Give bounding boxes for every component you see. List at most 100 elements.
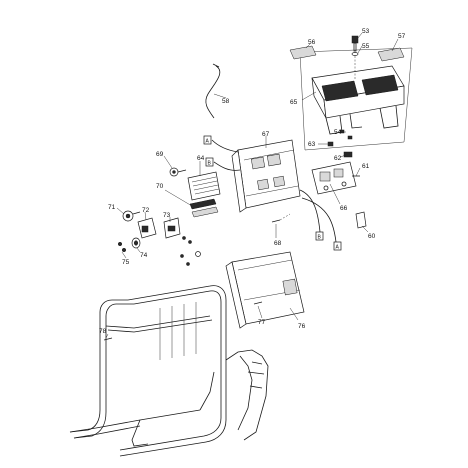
frame-right-upright-outer bbox=[119, 360, 227, 457]
frame-brace bbox=[199, 371, 215, 411]
cover-leg-left bbox=[325, 115, 343, 135]
panel-socket-2 bbox=[266, 153, 282, 167]
nut-63 bbox=[327, 141, 334, 147]
connector-tag-a-bottom-label: A bbox=[336, 245, 340, 251]
frame-top-rail-inner bbox=[133, 290, 222, 360]
connector-tag-b-bottom-label: B bbox=[318, 235, 322, 241]
callout-55: 55 bbox=[362, 43, 370, 50]
panel-ribs bbox=[243, 149, 299, 197]
screw-hole-1 bbox=[323, 185, 329, 191]
washer-55 bbox=[351, 52, 359, 56]
connector-tag-b-bottom bbox=[315, 231, 324, 241]
cover-assembly-group bbox=[289, 35, 413, 151]
callout-60: 60 bbox=[368, 233, 376, 240]
callout-75: 75 bbox=[122, 259, 130, 266]
cover-grille-right bbox=[361, 74, 399, 96]
callout-53: 53 bbox=[362, 28, 370, 35]
connector-tag-b-top bbox=[205, 157, 214, 167]
callout-54: 54 bbox=[334, 129, 342, 136]
panel-socket-4 bbox=[273, 175, 286, 188]
wire-right bbox=[299, 189, 321, 233]
cover-leg-right bbox=[379, 105, 399, 129]
breaker-71-lead bbox=[132, 211, 141, 215]
frame-engine-mount bbox=[225, 349, 269, 441]
panel-socket-1 bbox=[250, 156, 266, 170]
plate-70-b bbox=[191, 206, 219, 218]
grommet-73 bbox=[195, 251, 201, 257]
control-panel-group: A B B A bbox=[203, 135, 342, 251]
frame-cross-rail bbox=[105, 315, 211, 329]
frame-engine-mount-inner bbox=[237, 355, 253, 431]
clip-54-a bbox=[339, 129, 345, 134]
bracket-61 bbox=[311, 161, 357, 195]
frame-left-upright-outer bbox=[69, 299, 128, 433]
callout-labels: 53 55 56 57 58 65 54 67 63 62 61 69 64 7… bbox=[99, 28, 406, 335]
connector-tag-a-top bbox=[203, 135, 212, 145]
callout-64: 64 bbox=[197, 155, 205, 162]
screw-73-a bbox=[182, 236, 186, 240]
callout-63: 63 bbox=[308, 141, 316, 148]
frame-screen-ribs bbox=[159, 302, 197, 360]
callout-74: 74 bbox=[140, 252, 148, 259]
wire-right-2 bbox=[301, 197, 337, 243]
cable-58-plug bbox=[212, 63, 220, 68]
right-parts-group bbox=[311, 141, 367, 229]
callout-58: 58 bbox=[222, 98, 230, 105]
frame-top-rail-outer bbox=[127, 285, 227, 360]
breaker-71-center bbox=[125, 213, 131, 219]
lower-left-group bbox=[117, 210, 201, 266]
callout-66: 66 bbox=[340, 205, 348, 212]
callout-78: 78 bbox=[99, 328, 107, 335]
clip-54-b bbox=[347, 135, 353, 140]
screw-68-axis bbox=[279, 213, 291, 221]
frame-foot bbox=[131, 419, 149, 447]
module-66-b bbox=[333, 168, 344, 178]
cap-74-core bbox=[133, 240, 139, 246]
frame-group bbox=[69, 285, 269, 457]
cover-frame bbox=[299, 47, 413, 151]
wire-top-left bbox=[211, 139, 239, 153]
callout-62: 62 bbox=[334, 155, 342, 162]
outlet-73-face bbox=[167, 225, 176, 232]
callout-56: 56 bbox=[308, 39, 316, 46]
callout-77: 77 bbox=[258, 319, 266, 326]
connector-tag-a-bottom bbox=[333, 241, 342, 251]
callout-70: 70 bbox=[156, 183, 164, 190]
decal-56 bbox=[289, 45, 317, 60]
callout-61: 61 bbox=[362, 163, 370, 170]
callout-72: 72 bbox=[142, 207, 150, 214]
label-60 bbox=[355, 211, 367, 229]
callout-71: 71 bbox=[108, 204, 116, 211]
callout-68: 68 bbox=[274, 240, 282, 247]
screw-68 bbox=[271, 219, 281, 223]
decal-57 bbox=[377, 47, 405, 62]
wire-mid-left bbox=[213, 161, 241, 171]
knob-shaft bbox=[353, 42, 357, 52]
callout-69: 69 bbox=[156, 151, 164, 158]
battery-group bbox=[225, 251, 305, 329]
knob-53 bbox=[351, 35, 359, 44]
cover-leg-mid bbox=[349, 113, 363, 129]
left-components-group bbox=[169, 167, 221, 218]
screw-78 bbox=[103, 337, 113, 341]
frame-cross-rail-inner bbox=[107, 319, 213, 333]
battery-76-side bbox=[225, 261, 247, 329]
screw-hole-2 bbox=[341, 181, 347, 187]
frame-mount-details bbox=[247, 361, 265, 389]
frame-bottom-rail bbox=[69, 409, 201, 433]
callout-76: 76 bbox=[298, 323, 306, 330]
screw-73-b bbox=[188, 240, 192, 244]
meter-64-lines bbox=[191, 176, 220, 195]
screw-77 bbox=[253, 301, 263, 305]
connector-tag-b-top-label: B bbox=[208, 161, 212, 167]
switch-72-face bbox=[141, 225, 149, 233]
screw-75-b bbox=[121, 247, 127, 253]
module-66 bbox=[319, 171, 331, 182]
switch-69-hub bbox=[172, 170, 176, 174]
battery-76-terminal bbox=[282, 278, 298, 296]
callout-57: 57 bbox=[398, 33, 406, 40]
callout-65: 65 bbox=[290, 99, 298, 106]
plate-70-a bbox=[189, 198, 217, 210]
